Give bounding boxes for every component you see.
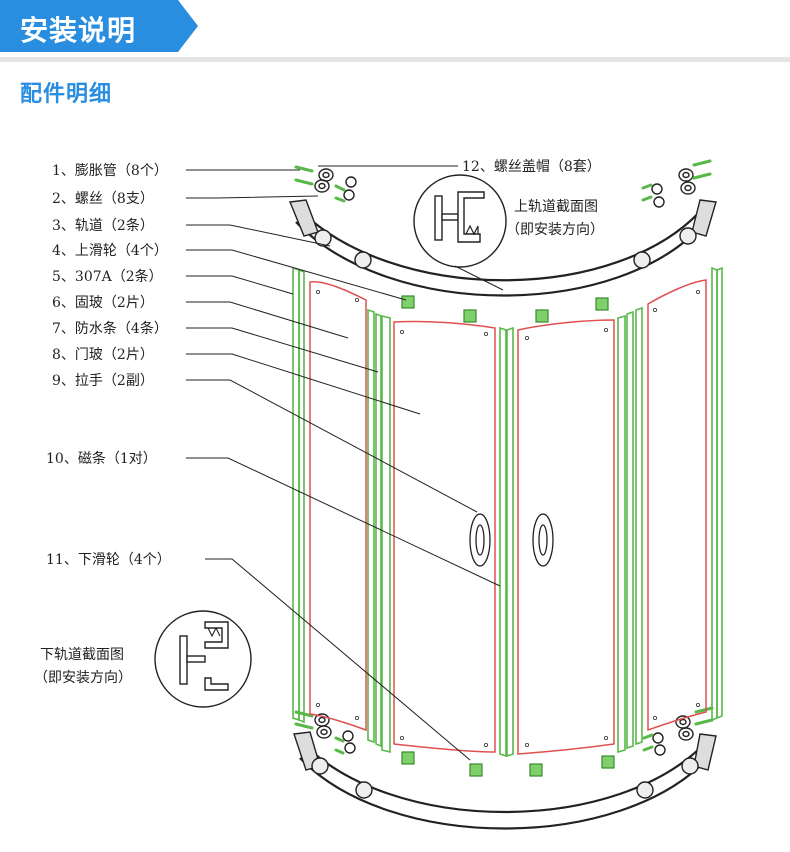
lower-track <box>293 731 717 830</box>
part-label-4: 4、上滑轮（4个） <box>52 243 168 259</box>
screw-caps-top-left <box>314 168 357 201</box>
part-label-10: 10、磁条（1对） <box>46 451 157 467</box>
profiles-and-seal-strips <box>292 266 723 758</box>
part-label-2: 2、螺丝（8支） <box>52 191 154 207</box>
fixed-glass-right <box>647 279 707 732</box>
banner-divider <box>0 57 790 62</box>
screw-caps-top-right <box>651 168 696 208</box>
part-label-5: 5、307A（2条） <box>52 269 163 285</box>
part-label-11: 11、下滑轮（4个） <box>46 552 171 568</box>
upper-track <box>289 199 717 297</box>
fixed-glass-left <box>309 281 367 732</box>
banner-arrow <box>178 0 198 52</box>
screw-caps-bottom-left <box>314 713 356 754</box>
upper-section-label: 上轨道截面图 <box>514 199 598 215</box>
rollers <box>401 295 615 777</box>
lower-section-note: （即安装方向） <box>34 670 132 686</box>
header-banner: 安装说明 <box>0 0 790 62</box>
part-label-7: 7、防水条（4条） <box>52 321 168 337</box>
part-label-8: 8、门玻（2片） <box>52 347 154 363</box>
lower-track-section-callout <box>154 610 252 708</box>
part-label-1: 1、膨胀管（8个） <box>52 163 168 179</box>
part-label-3: 3、轨道（2条） <box>52 218 154 234</box>
upper-track-section-callout <box>413 174 507 291</box>
upper-section-note: （即安装方向） <box>506 222 604 238</box>
door-glass-right <box>517 319 615 755</box>
door-handles <box>469 513 554 567</box>
section-title: 配件明细 <box>20 82 113 107</box>
part-label-6: 6、固玻（2片） <box>52 295 154 311</box>
glass-panels <box>309 279 707 755</box>
lower-section-label: 下轨道截面图 <box>40 647 124 663</box>
page-title: 安装说明 <box>20 14 137 47</box>
door-glass-left <box>393 320 496 753</box>
part-label-9: 9、拉手（2副） <box>52 373 154 389</box>
banner-bar <box>0 0 178 52</box>
screw-caps-bottom-right <box>652 715 694 756</box>
leader-lines <box>186 165 501 761</box>
part-label-12: 12、螺丝盖帽（8套） <box>462 159 601 175</box>
